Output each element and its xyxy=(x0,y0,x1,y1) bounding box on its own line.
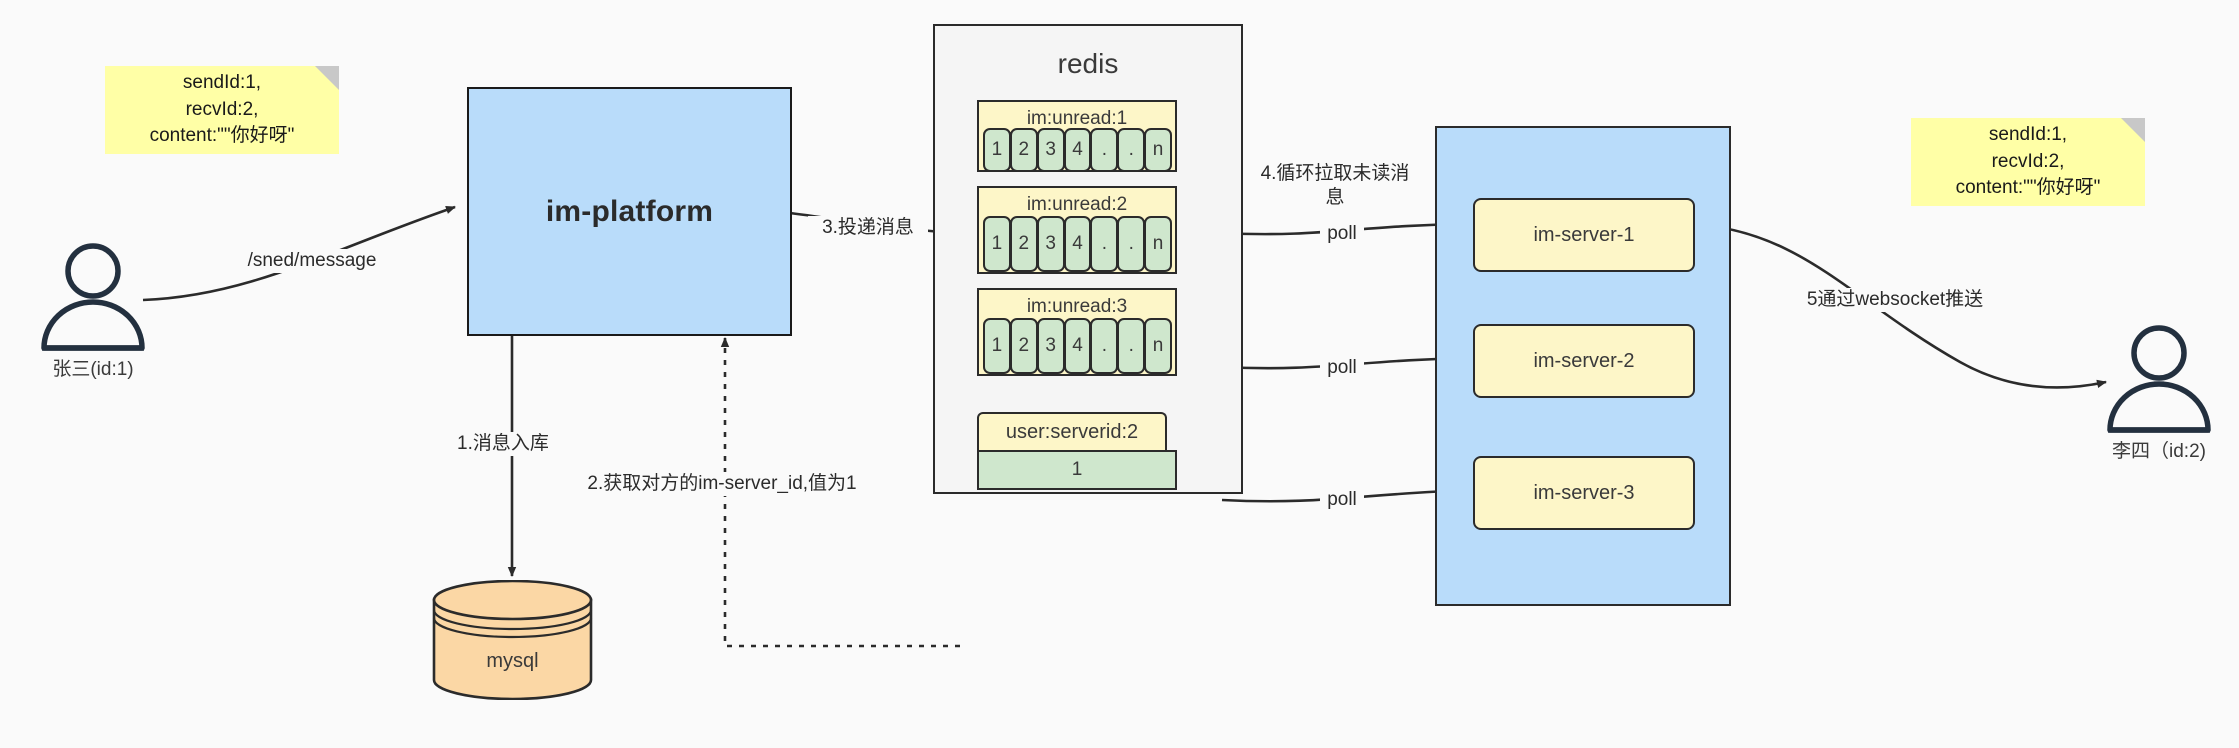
actor-sender-label: 张三(id:1) xyxy=(52,359,134,380)
redis-container: redis im:unread:1 1 2 3 4 . . n im:unrea… xyxy=(933,24,1243,494)
actor-sender: 张三(id:1) xyxy=(30,240,156,380)
im-server-node-2[interactable]: im-server-2 xyxy=(1473,324,1695,398)
note-left: sendId:1, recvId:2, content:""你好呀" xyxy=(105,66,339,154)
redis-cell: n xyxy=(1144,216,1173,272)
redis-cell: 4 xyxy=(1063,318,1092,374)
im-server-cluster: im-server-1 im-server-2 im-server-3 xyxy=(1435,126,1731,606)
redis-cell: 2 xyxy=(1009,318,1038,374)
im-server-node-3[interactable]: im-server-3 xyxy=(1473,456,1695,530)
redis-cell: 4 xyxy=(1063,128,1092,172)
mysql-database[interactable]: mysql xyxy=(430,579,595,701)
redis-cell: n xyxy=(1144,128,1173,172)
edge-label-poll-3: poll xyxy=(1320,488,1364,512)
actor-receiver: 李四（id:2) xyxy=(2096,322,2222,462)
redis-cell: 3 xyxy=(1036,318,1065,374)
redis-key-group-3[interactable]: im:unread:3 1 2 3 4 . . n xyxy=(977,288,1177,376)
redis-key-label-3: im:unread:3 xyxy=(1026,296,1128,317)
redis-title: redis xyxy=(1057,48,1119,79)
actor-receiver-label: 李四（id:2) xyxy=(2112,441,2206,462)
im-platform-box[interactable]: im-platform xyxy=(467,87,792,336)
edge-label-step1: 1.消息入库 xyxy=(455,432,625,456)
redis-cell: . xyxy=(1117,318,1146,374)
redis-cell: 3 xyxy=(1036,128,1065,172)
redis-cell: . xyxy=(1090,128,1119,172)
edge-label-send-message: /sned/message xyxy=(232,249,392,273)
edge-label-step4: 4.循环拉取未读消 息 xyxy=(1255,162,1415,210)
note-right-text: sendId:1, recvId:2, content:""你好呀" xyxy=(1955,123,2101,199)
note-fold-icon xyxy=(2121,118,2145,142)
redis-cell: 3 xyxy=(1036,216,1065,272)
note-right: sendId:1, recvId:2, content:""你好呀" xyxy=(1911,118,2145,206)
redis-cell: 4 xyxy=(1063,216,1092,272)
redis-flat-value: 1 xyxy=(977,450,1177,490)
edge-label-step5: 5通过websocket推送 xyxy=(1790,288,2000,312)
im-server-node-1[interactable]: im-server-1 xyxy=(1473,198,1695,272)
user-icon xyxy=(2107,325,2211,433)
redis-flat-key: user:serverid:2 xyxy=(977,412,1167,450)
edge-label-step2: 2.获取对方的im-server_id,值为1 xyxy=(572,472,872,496)
redis-cell: 2 xyxy=(1009,128,1038,172)
redis-cell: n xyxy=(1144,318,1173,374)
redis-flat-entry[interactable]: user:serverid:2 1 xyxy=(977,412,1177,490)
redis-key-group-2[interactable]: im:unread:2 1 2 3 4 . . n xyxy=(977,186,1177,274)
mysql-label: mysql xyxy=(486,649,539,672)
note-fold-icon xyxy=(315,66,339,90)
redis-cell: . xyxy=(1117,216,1146,272)
redis-cell: 1 xyxy=(983,216,1011,272)
note-left-text: sendId:1, recvId:2, content:""你好呀" xyxy=(149,71,295,147)
redis-cell: . xyxy=(1117,128,1146,172)
redis-cell: . xyxy=(1090,216,1119,272)
edge-label-poll-2: poll xyxy=(1320,356,1364,380)
database-cylinder-icon xyxy=(432,579,593,701)
redis-key-group-1[interactable]: im:unread:1 1 2 3 4 . . n xyxy=(977,100,1177,172)
redis-cell: . xyxy=(1090,318,1119,374)
redis-key-label-2: im:unread:2 xyxy=(1026,194,1128,215)
redis-cell: 1 xyxy=(983,128,1011,172)
edge-label-poll-1: poll xyxy=(1320,222,1364,246)
redis-key-label-1: im:unread:1 xyxy=(1026,108,1128,129)
redis-cell: 2 xyxy=(1009,216,1038,272)
user-icon xyxy=(41,243,145,351)
redis-cell: 1 xyxy=(983,318,1011,374)
edge-label-step3: 3.投递消息 xyxy=(808,216,928,240)
